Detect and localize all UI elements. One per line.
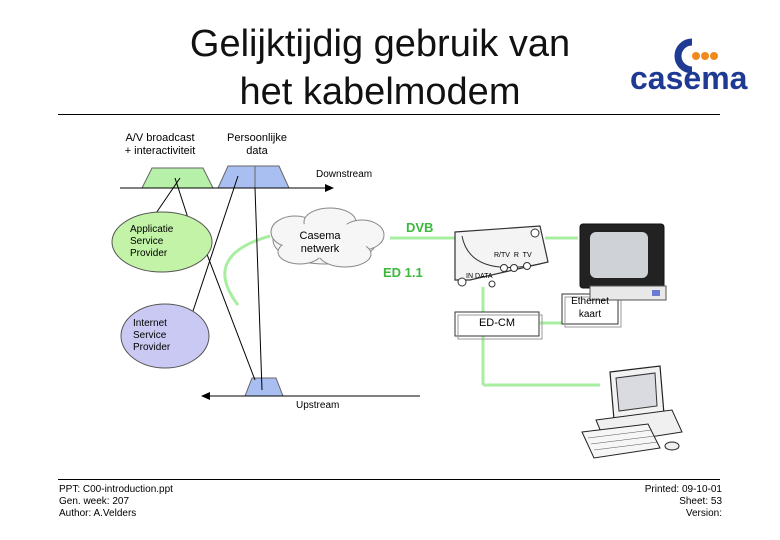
isp-label: Internet Service Provider	[133, 318, 171, 353]
green-curve-asp	[223, 234, 271, 306]
footer-author: Author: A.Velders	[59, 508, 137, 519]
title-line-1: Gelijktijdig gebruik van	[189, 23, 571, 65]
casema-network-label: Casema netwerk	[299, 230, 341, 255]
upstream-tray	[244, 377, 284, 397]
persoonlijke-data-label: Persoonlijke data	[227, 132, 287, 157]
computer-icon	[581, 365, 683, 459]
connector-lines	[149, 175, 263, 391]
title-line-2: het kabelmodem	[239, 71, 521, 113]
green-connections	[223, 234, 600, 387]
set-top-box	[454, 225, 549, 288]
footer-sheet: Sheet: 53	[679, 496, 722, 507]
ed-cm-label: ED-CM	[478, 317, 516, 329]
footer-printed: Printed: 09-10-01	[644, 484, 722, 495]
ed-cm-box	[454, 311, 540, 337]
page-title: Gelijktijdig gebruik van het kabelmodem	[150, 20, 610, 116]
logo-text: casema	[630, 60, 748, 96]
stb-indata-label: IN DATA	[466, 273, 493, 280]
footer-file: PPT: C00-introduction.ppt	[59, 484, 173, 495]
isp-node	[120, 303, 210, 369]
ethernet-card-label: Ethernet kaart	[571, 296, 609, 320]
casema-network-cloud	[270, 207, 385, 268]
downstream-label: Downstream	[316, 169, 373, 180]
upstream-arrowhead	[201, 392, 210, 400]
asp-node	[111, 211, 213, 273]
asp-label: Applicatie Service Provider	[130, 224, 174, 259]
ed11-label: ED 1.1	[383, 265, 423, 280]
ed-cm-shadow	[457, 314, 543, 340]
footer-divider	[58, 479, 720, 480]
upstream-label: Upstream	[296, 400, 340, 411]
footer-week: Gen. week: 207	[59, 496, 130, 507]
av-broadcast-label: A/V broadcast + interactiviteit	[124, 132, 196, 157]
casema-logo-mark-icon	[674, 38, 718, 74]
header-divider	[58, 114, 720, 115]
footer-left: PPT: C00-introduction.ppt Gen. week: 207…	[59, 484, 173, 520]
tv-icon	[579, 223, 667, 301]
dvb-label: DVB	[406, 220, 434, 235]
persoonlijke-data-tray	[217, 165, 290, 189]
casema-logo: casema	[628, 28, 758, 98]
downstream-arrowhead	[325, 184, 334, 192]
footer-version: Version:	[685, 508, 722, 519]
footer-right: Printed: 09-10-01 Sheet: 53 Version:	[600, 484, 722, 520]
stb-port-labels: R/TV R TV	[494, 252, 532, 259]
